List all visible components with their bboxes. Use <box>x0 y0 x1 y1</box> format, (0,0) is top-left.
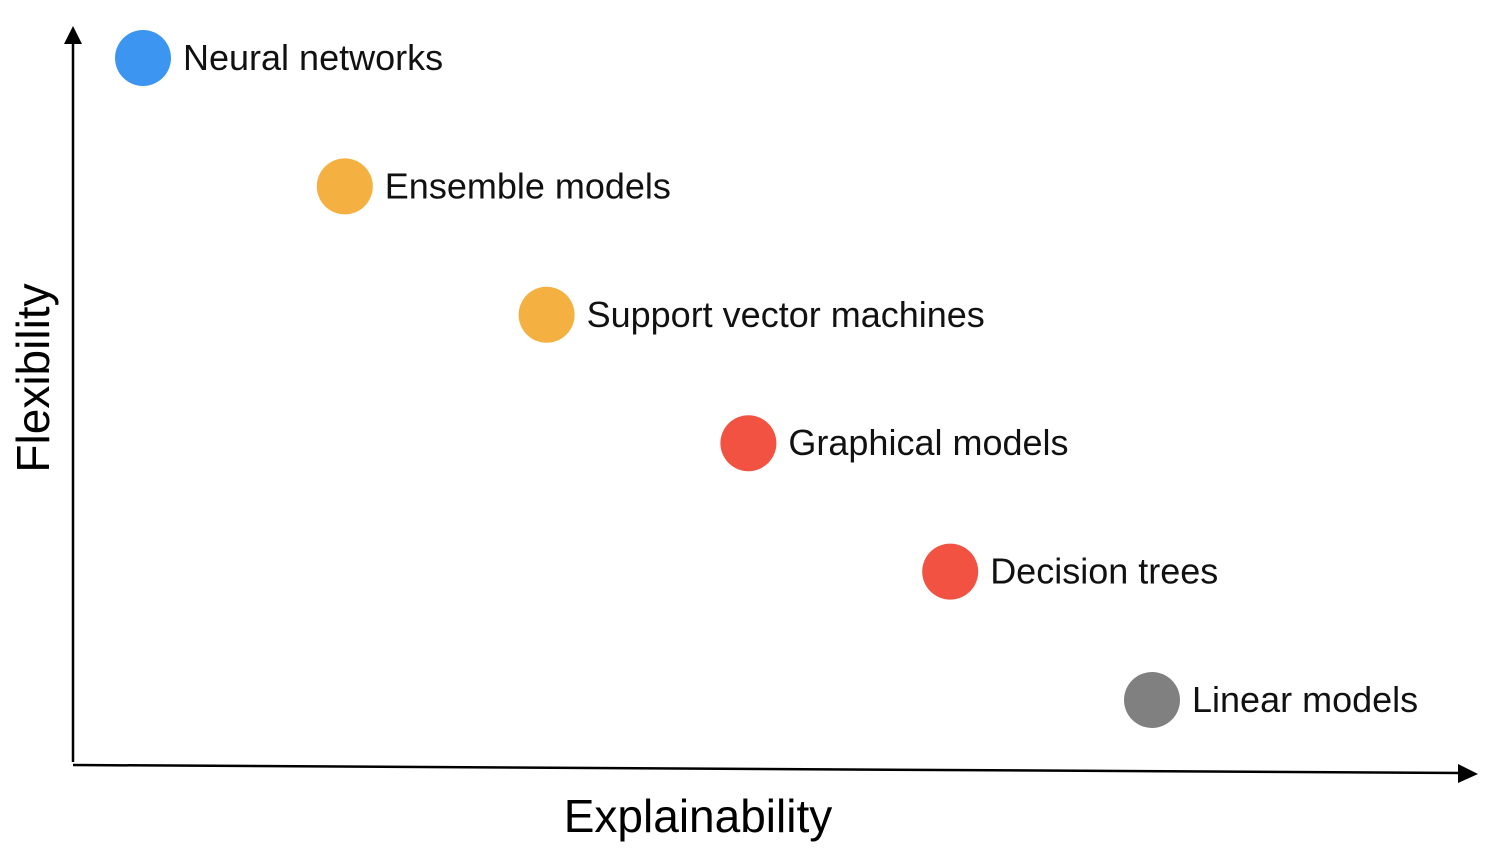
point-graphical-models <box>720 415 777 472</box>
point-label-decision-trees: Decision trees <box>990 551 1218 592</box>
x-axis-arrowhead <box>1458 764 1478 783</box>
point-label-linear-models: Linear models <box>1192 679 1418 720</box>
point-label-graphical-models: Graphical models <box>788 422 1068 463</box>
point-label-neural-networks: Neural networks <box>183 37 443 78</box>
y-axis-arrowhead <box>64 26 82 44</box>
point-ensemble-models <box>316 158 373 215</box>
x-axis-line <box>72 763 1463 775</box>
point-decision-trees <box>922 543 979 600</box>
point-label-support-vector-machines: Support vector machines <box>587 294 985 335</box>
point-linear-models <box>1124 672 1180 728</box>
point-support-vector-machines <box>518 286 575 343</box>
point-neural-networks <box>115 30 171 86</box>
x-axis-label: Explainability <box>564 790 832 842</box>
y-axis-label: Flexibility <box>7 283 59 472</box>
point-label-ensemble-models: Ensemble models <box>385 165 671 206</box>
